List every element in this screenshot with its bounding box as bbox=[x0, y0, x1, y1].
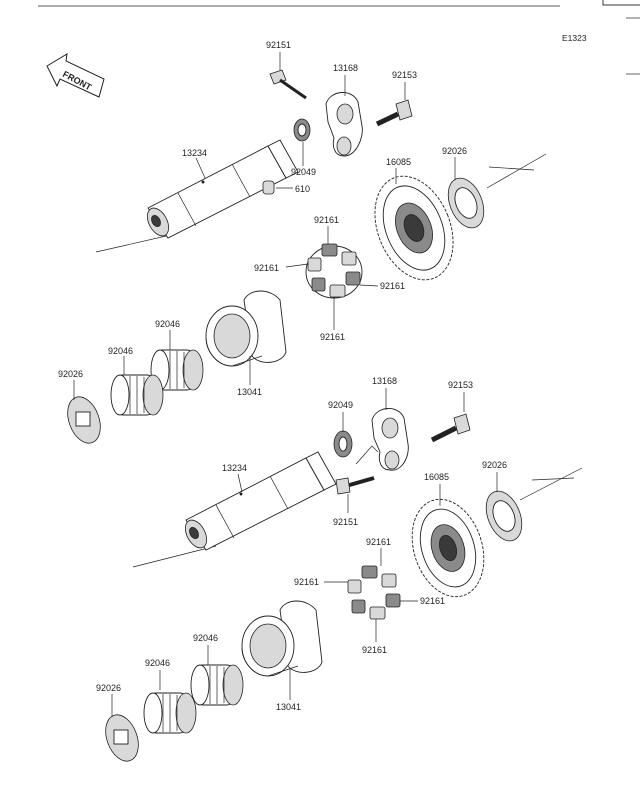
callout-label: 13234 bbox=[182, 148, 207, 158]
axis-line bbox=[519, 467, 583, 501]
front-arrow-icon: FRONT bbox=[46, 53, 105, 98]
balancer-gear bbox=[374, 175, 454, 281]
arm-bolt bbox=[430, 413, 471, 443]
callout-label: 92026 bbox=[96, 683, 121, 693]
needle-bearing bbox=[110, 374, 164, 416]
bolt bbox=[269, 69, 307, 100]
thrust-washer bbox=[105, 714, 139, 762]
callout-label: 92161 bbox=[420, 596, 445, 606]
callout-label: 92049 bbox=[291, 167, 316, 177]
callout-label: 16085 bbox=[424, 472, 449, 482]
callout-label: 92161 bbox=[366, 537, 391, 547]
balancer-arm bbox=[371, 408, 409, 471]
callout-label: 92151 bbox=[333, 517, 358, 527]
balancer-shaft bbox=[146, 139, 299, 239]
callout-label: 610 bbox=[295, 184, 310, 194]
callout-label: 92161 bbox=[294, 577, 319, 587]
lower-assembly: 13168 92153 92049 13234 92151 16085 9202… bbox=[96, 376, 583, 762]
callout-label: 92153 bbox=[392, 70, 417, 80]
callout-label: 92161 bbox=[314, 215, 339, 225]
axis-line bbox=[132, 545, 217, 568]
callout-label: 92046 bbox=[193, 633, 218, 643]
damper-hub bbox=[205, 290, 287, 367]
callout-label: 92026 bbox=[442, 146, 467, 156]
diagram-code: E1323 bbox=[562, 33, 587, 43]
axis-line bbox=[531, 477, 575, 481]
bolt bbox=[335, 476, 375, 495]
callout-label: 92046 bbox=[155, 319, 180, 329]
axis-line bbox=[486, 153, 547, 189]
axis-line bbox=[95, 233, 176, 253]
callout-label: 13168 bbox=[372, 376, 397, 386]
callout-label: 92161 bbox=[380, 281, 405, 291]
callout-label: 92046 bbox=[145, 658, 170, 668]
oil-seal bbox=[293, 118, 311, 142]
callout-label: 13041 bbox=[237, 387, 262, 397]
callout-label: 16085 bbox=[386, 157, 411, 167]
damper-hub bbox=[241, 600, 323, 677]
arm-bolt bbox=[375, 99, 413, 127]
dowel-pin bbox=[262, 180, 275, 195]
callout-label: 92161 bbox=[320, 332, 345, 342]
axis-line bbox=[488, 166, 535, 171]
balancer-gear bbox=[411, 498, 485, 598]
balancer-arm bbox=[325, 92, 363, 157]
callout-label: 92046 bbox=[108, 346, 133, 356]
needle-bearing bbox=[143, 692, 197, 734]
header-box bbox=[602, 0, 640, 6]
callout-label: 92151 bbox=[266, 40, 291, 50]
oil-seal bbox=[333, 430, 353, 458]
needle-bearing bbox=[190, 664, 244, 706]
callout-label: 92161 bbox=[254, 263, 279, 273]
damper-ring bbox=[347, 565, 401, 620]
callout-label: 92161 bbox=[362, 645, 387, 655]
callout-label: 13234 bbox=[222, 463, 247, 473]
callout-label: 92153 bbox=[448, 380, 473, 390]
callout-label: 92026 bbox=[58, 369, 83, 379]
thrust-washer bbox=[67, 396, 101, 444]
upper-assembly: 92151 13168 92153 13234 92049 610 16085 … bbox=[58, 40, 547, 444]
thrust-washer bbox=[447, 177, 485, 229]
balancer-shaft bbox=[184, 451, 337, 551]
callout-label: 92026 bbox=[482, 460, 507, 470]
callout-label: 13168 bbox=[333, 63, 358, 73]
thrust-washer bbox=[485, 490, 523, 542]
callout-label: 13041 bbox=[276, 702, 301, 712]
callout-label: 92049 bbox=[328, 400, 353, 410]
damper-ring bbox=[305, 243, 363, 299]
